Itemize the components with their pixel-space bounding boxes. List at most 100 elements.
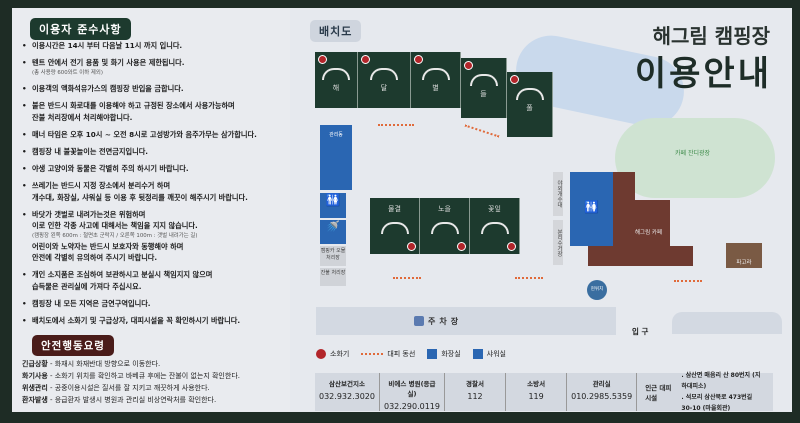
campsite-name: 들 xyxy=(480,90,487,98)
safety-item: 긴급상황 - 화재시 화재반대 방향으로 이동한다. xyxy=(22,358,240,370)
legend: 소화기 대피 동선 화장실 샤워실 xyxy=(316,349,506,359)
rule-item: 매너 타임은 오후 10시 ~ 오전 8시로 고성방가와 음주가무는 삼가합니다… xyxy=(22,129,277,141)
contact-name: 관리실 xyxy=(592,380,611,388)
campsite-name: 꽃잎 xyxy=(488,205,501,213)
lawn-label: 카페 잔디광장 xyxy=(675,150,711,157)
rule-text: 배치도에서 소화기 및 구급상자, 대피시설을 꼭 확인하시기 바랍니다. xyxy=(32,316,241,326)
restroom-building: 🚻 xyxy=(570,172,613,246)
campsite-name: 물결 xyxy=(388,205,401,213)
campsite-name: 해 xyxy=(332,84,340,92)
tent-icon xyxy=(380,222,409,234)
sink: 야외개수대 xyxy=(553,172,563,216)
safety-text: - 소화기 위치를 확인하고 바베큐 후에는 잔불이 없는지 확인한다. xyxy=(47,372,240,380)
campground-name: 해그림 캠핑장 xyxy=(652,24,770,48)
management-building: 관리동 xyxy=(320,125,352,190)
legend-shower: 샤워실 xyxy=(486,350,506,358)
contact-number: 112 xyxy=(467,392,483,401)
rule-text: 매너 타임은 오후 10시 ~ 오전 8시로 고성방가와 음주가무는 삼가합니다… xyxy=(32,129,257,139)
safety-item: 화기사용 - 소화기 위치를 확인하고 바베큐 후에는 잔불이 없는지 확인한다… xyxy=(22,370,240,382)
evac-arrow xyxy=(378,124,414,126)
legend-evac: 대피 동선 xyxy=(387,350,416,358)
rule-text: 개인 소지품은 조심하여 보관하시고 분실시 책임지지 않으며 xyxy=(32,270,213,280)
map-title: 배치도 xyxy=(310,20,362,42)
safety-label: 위생관리 xyxy=(22,384,48,392)
rule-item: 캠핑장 내 불꽃놀이는 전면금지입니다. xyxy=(22,146,277,158)
rule-note: (캠핑장 왼쪽 600m : 철면초 군락지 / 오른쪽 100m : 갯벌 내… xyxy=(32,232,198,239)
contact-cell: 소방서 119 xyxy=(506,373,568,411)
rule-item: 야생 고양이와 동물은 각별히 주의 하시기 바랍니다. xyxy=(22,163,277,175)
rule-note: (총 사용량 600와트 이하 제외) xyxy=(32,69,103,76)
management-label: 관리동 xyxy=(329,132,343,138)
safety-label: 환자발생 xyxy=(22,396,48,404)
campsite-mid-1: 물결 xyxy=(370,198,420,254)
extinguisher-icon xyxy=(510,75,519,84)
contact-number: 119 xyxy=(528,392,544,401)
extinguisher-icon xyxy=(407,242,416,251)
campsite-3: 별 xyxy=(411,52,461,108)
rule-item: 캠핑장 내 모든 지역은 금연구역입니다. xyxy=(22,298,277,310)
extinguisher-icon xyxy=(457,242,466,251)
contact-name: 경찰서 xyxy=(466,380,484,388)
tent-icon xyxy=(370,68,398,80)
current-location: 현위치 xyxy=(587,280,607,300)
legend-toilet: 화장실 xyxy=(441,350,461,358)
rule-text: 습득물은 관리실에 가져다 주십시요. xyxy=(32,281,142,291)
ember-station: 잔불 처리장 xyxy=(320,268,346,286)
tent-icon xyxy=(469,74,498,86)
guide-heading: 이용안내 xyxy=(634,54,772,94)
campsite-2: 달 xyxy=(358,52,411,108)
extinguisher-icon xyxy=(316,349,326,359)
recycle: 분리수거장 xyxy=(553,220,563,265)
parking-lot-2 xyxy=(672,312,782,334)
car-icon xyxy=(414,316,424,326)
shelter-item: . 석모리 삼산북로 473번길 30-10 (마을회관) xyxy=(681,394,753,412)
campsite-5: 풀 xyxy=(507,72,553,137)
tent-icon xyxy=(480,222,509,234)
tent-icon xyxy=(430,222,459,234)
extinguisher-icon xyxy=(318,55,327,64)
rule-text: 개수대, 화장실, 샤워실 등 이용 후 뒷정리를 깨끗이 해주시기 바랍니다. xyxy=(32,192,248,202)
rule-text: 캠핑장 내 모든 지역은 금연구역입니다. xyxy=(32,298,151,308)
rules-list: 이용시간은 14시 부터 다음날 11시 까지 입니다. 텐트 안에서 전기 용품… xyxy=(22,40,277,332)
shelters: 인근 대피시설. 삼산면 매음리 산 80번지 (지하대피소). 석모리 삼산북… xyxy=(637,370,773,414)
rule-text: 어린이와 노약자는 반드시 보호자와 동행해야 하며 xyxy=(32,241,184,251)
campsite-name: 풀 xyxy=(526,104,533,112)
rule-text: 바닷가 갯벌로 내려가는것은 위험하며 xyxy=(32,209,146,219)
legend-extinguisher: 소화기 xyxy=(330,350,350,358)
safety-text: - 공중이용시설은 질서를 잘 지키고 깨끗하게 사용한다. xyxy=(47,384,210,392)
campsite-name: 달 xyxy=(380,84,388,92)
rule-text: 야생 고양이와 동물은 각별히 주의 하시기 바랍니다. xyxy=(32,164,189,174)
parking-label: 주차장 xyxy=(428,317,463,326)
safety-text: - 응급환자 발생시 병원과 관리실 비상연락처를 확인한다. xyxy=(47,396,217,404)
toilet-icon xyxy=(427,349,438,359)
cafe-building xyxy=(613,172,635,265)
rule-text: 텐트 안에서 전기 용품 및 화기 사용은 제한됩니다. xyxy=(32,58,185,68)
lawn-area xyxy=(615,118,775,198)
rule-item: 이용객의 액화석유가스의 캠핑장 반입을 금합니다. xyxy=(22,83,277,95)
contact-cell: 경찰서 112 xyxy=(445,373,507,411)
rule-item: 텐트 안에서 전기 용품 및 화기 사용은 제한됩니다.(총 사용량 600와트… xyxy=(22,57,277,78)
campsite-name: 노을 xyxy=(438,205,451,213)
rule-text: 캠핑장 내 불꽃놀이는 전면금지입니다. xyxy=(32,146,149,156)
evac-route-icon xyxy=(361,353,384,355)
rule-text: 이용시간은 14시 부터 다음날 11시 까지 입니다. xyxy=(32,41,183,50)
campsite-mid-3: 꽃잎 xyxy=(470,198,520,254)
extinguisher-icon xyxy=(361,55,370,64)
shelter-item: . 삼산면 매음리 산 80번지 (지하대피소) xyxy=(681,372,761,390)
safety-item: 환자발생 - 응급환자 발생시 병원과 관리실 비상연락처를 확인한다. xyxy=(22,394,240,406)
contact-cell: 관리실 010.2985.5359 xyxy=(567,373,638,411)
evac-arrow xyxy=(674,280,702,282)
safety-label: 화기사용 xyxy=(22,372,48,380)
extinguisher-icon xyxy=(414,55,423,64)
contact-number: 010.2985.5359 xyxy=(571,392,633,401)
contact-name: 소방서 xyxy=(527,380,546,388)
rv-waste: 캠핑카 오물 처리장 xyxy=(320,246,346,266)
rule-text: 불은 반드시 화로대를 이용해야 하고 규정된 장소에서 사용가능하며 xyxy=(32,101,235,111)
safety-text: - 화재시 화재반대 방향으로 이동한다. xyxy=(47,360,161,368)
tent-icon xyxy=(421,68,450,80)
shelter-list: . 삼산면 매음리 산 80번지 (지하대피소) . 석모리 삼산북로 473번길… xyxy=(681,370,765,414)
toilet-icon: 🚻 xyxy=(320,193,346,218)
